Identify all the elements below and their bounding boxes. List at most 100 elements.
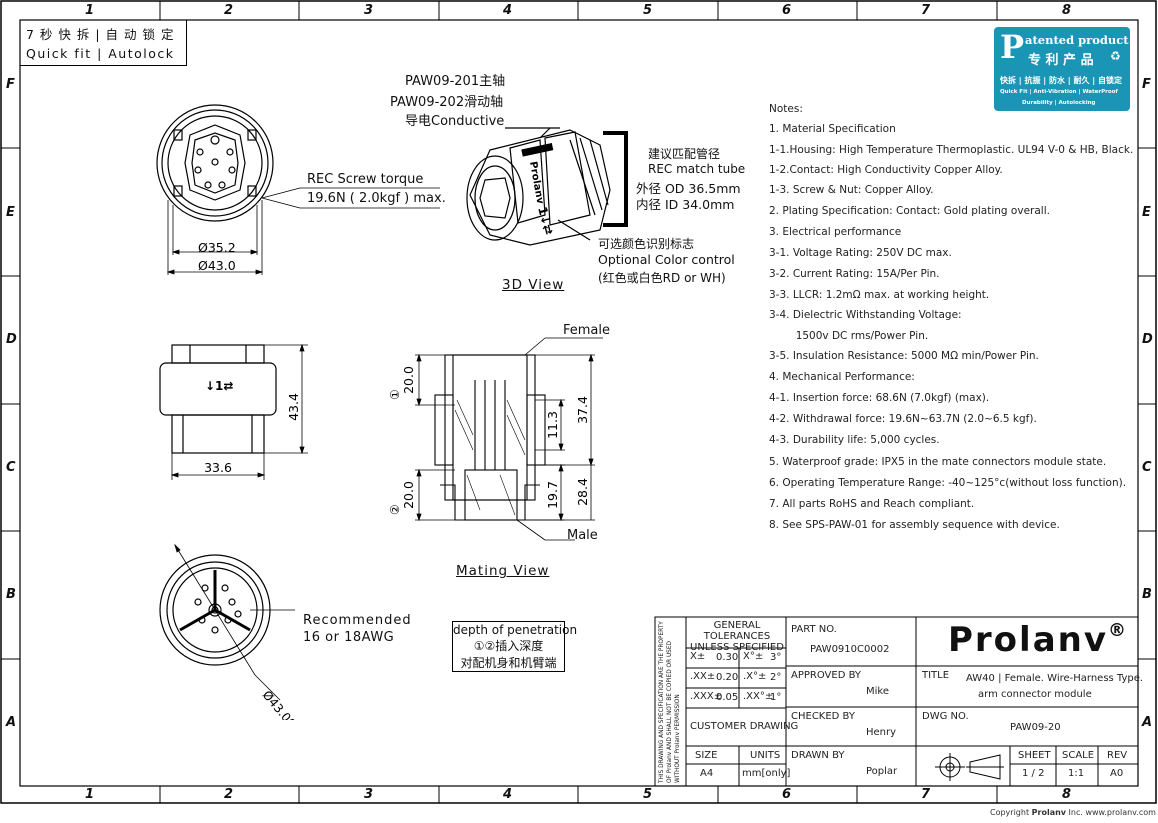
note-line: 1. Material Specification	[769, 123, 896, 135]
tol-xa-label: X°±	[743, 651, 764, 662]
row-label-c: C	[1142, 460, 1152, 475]
3d-view-label: 3D View	[502, 277, 565, 293]
col-label-8: 8	[1062, 787, 1072, 802]
approved-label: APPROVED BY	[791, 670, 862, 681]
patent-features-en-1: Quick Fit | Anti-Vibration | WaterProof	[1000, 89, 1118, 95]
row-label-e: E	[6, 205, 15, 220]
tol-xxx-value: 0.05	[716, 692, 739, 703]
col-label-3: 3	[364, 787, 374, 802]
sheet-label: SHEET	[1018, 750, 1051, 761]
row-label-c: C	[6, 460, 16, 475]
col-label-7: 7	[921, 787, 931, 802]
copyright-suffix: Inc. www.prolanv.com	[1066, 808, 1156, 817]
units-label: UNITS	[750, 750, 781, 761]
screw-torque-value: 19.6N ( 2.0kgf ) max.	[307, 191, 446, 206]
screw-torque-label: REC Screw torque	[307, 172, 424, 187]
quickfit-box: 7 秒 快 拆 | 自 动 锁 定 Quick fit | Autolock	[20, 20, 187, 66]
row-label-a: A	[1142, 715, 1153, 730]
tolerances-title-2: UNLESS SPECIFIED	[690, 642, 784, 653]
note-line: 3-4. Dielectric Withstanding Voltage:	[769, 309, 962, 321]
sheet-value: 1 / 2	[1022, 768, 1045, 779]
color-ctrl-options: (红色或白色RD or WH)	[598, 271, 726, 285]
note-line: 1-1.Housing: High Temperature Thermoplas…	[769, 144, 1134, 156]
col-label-2: 2	[224, 787, 234, 802]
col-label-6: 6	[782, 3, 792, 18]
mating-mark-1: ①	[388, 389, 402, 400]
tolerances-title: GENERAL TOLERANCES UNLESS SPECIFIED	[689, 620, 785, 653]
tol-xx-label: .XX±	[690, 671, 716, 682]
row-label-e: E	[1142, 205, 1151, 220]
notes-title: Notes:	[769, 103, 803, 115]
recycle-icon: ♻	[1110, 49, 1121, 63]
front-inner-dia: Ø35.2	[198, 240, 236, 255]
tol-xxa-value: 2°	[770, 672, 782, 683]
mating-dim-11-3: 11.3	[545, 411, 560, 439]
row-label-b: B	[1142, 587, 1152, 602]
shaft-main: PAW09-201主轴	[405, 74, 506, 89]
note-line: 2. Plating Specification: Contact: Gold …	[769, 205, 1050, 217]
tol-xa-value: 3°	[770, 652, 782, 663]
depth-box: depth of penetration ①②插入深度 对配机身和机臂端	[452, 621, 577, 672]
3d-view-drawing: Prolanv 1↓⇄	[466, 127, 611, 246]
mating-male-label: Male	[567, 528, 598, 543]
copyright: Copyright Prolanv Inc. www.prolanv.com	[990, 808, 1156, 817]
mating-dim-28-4: 28.4	[575, 478, 590, 506]
patent-title: atented product	[1025, 33, 1129, 47]
copyright-brand: Prolanv	[1031, 808, 1066, 817]
quickfit-cn: 7 秒 快 拆 | 自 动 锁 定	[26, 27, 175, 42]
property-notice: THIS DRAWING AND SPECIFICATION ARE THE P…	[659, 621, 681, 783]
projection-symbol-icon	[935, 753, 1004, 781]
col-label-4: 4	[503, 3, 513, 18]
mating-dim-20-bottom: 20.0	[401, 481, 416, 509]
mating-view-label: Mating View	[456, 563, 550, 579]
tolerances-title-1: GENERAL TOLERANCES	[703, 620, 771, 642]
note-line: 3-1. Voltage Rating: 250V DC max.	[769, 247, 952, 259]
title-value-2: arm connector module	[978, 689, 1092, 700]
note-line: 1-2.Contact: High Conductivity Copper Al…	[769, 164, 1003, 176]
patent-letter: P	[1000, 28, 1025, 66]
col-label-1: 1	[85, 3, 95, 18]
note-line: 7. All parts RoHS and Reach compliant.	[769, 498, 975, 510]
checked-value: Henry	[866, 727, 897, 738]
mating-dim-20-top: 20.0	[401, 366, 416, 394]
patent-features-en-2: Durability | Autolocking	[1022, 100, 1096, 106]
tol-x-label: X±	[690, 651, 706, 662]
quickfit-en: Quick fit | Autolock	[26, 46, 175, 61]
col-label-2: 2	[224, 3, 234, 18]
depth-cn-1: ①②插入深度	[473, 639, 544, 653]
copyright-prefix: Copyright	[990, 808, 1032, 817]
row-label-b: B	[6, 587, 16, 602]
note-line: 3-5. Insulation Resistance: 5000 MΩ min/…	[769, 350, 1039, 362]
mating-dim-19-7: 19.7	[545, 481, 560, 509]
color-ctrl-cn: 可选颜色识别标志	[598, 237, 695, 251]
customer-drawing: CUSTOMER DRAWING	[690, 721, 799, 732]
patent-badge: P atented product 专 利 产 品 ♻ 快拆 | 抗振 | 防水…	[994, 27, 1130, 111]
note-line: 4-3. Durability life: 5,000 cycles.	[769, 434, 940, 446]
drawn-value: Poplar	[866, 766, 898, 777]
dwg-no-label: DWG NO.	[922, 711, 969, 722]
title-value-1: AW40 | Female. Wire-Harness Type.	[966, 673, 1144, 684]
mating-female-label: Female	[563, 323, 611, 338]
tube-cn: 建议匹配管径	[648, 147, 721, 161]
note-line: 3-3. LLCR: 1.2mΩ max. at working height.	[769, 289, 990, 301]
rev-value: A0	[1110, 768, 1124, 779]
row-label-d: D	[1142, 332, 1153, 347]
tube-bracket	[603, 131, 628, 227]
brand-name: Prolanv	[948, 620, 1109, 660]
note-line: 4. Mechanical Performance:	[769, 371, 915, 383]
col-label-5: 5	[643, 787, 653, 802]
tol-xx-value: 0.20	[716, 672, 739, 683]
row-label-f: F	[1142, 77, 1151, 92]
brand-logo: Prolanv®	[948, 620, 1128, 660]
shaft-sliding: PAW09-202滑动轴	[390, 95, 504, 110]
svg-text:↓1⇄: ↓1⇄	[205, 379, 233, 393]
tol-xxxa-value: 1°	[770, 692, 782, 703]
shaft-conductive: 导电Conductive	[405, 114, 505, 129]
note-line: 3. Electrical performance	[769, 226, 902, 238]
patent-features-cn: 快拆 | 抗振 | 防水 | 耐久 | 自锁定	[1000, 76, 1122, 85]
part-no-value: PAW0910C0002	[810, 644, 890, 655]
side-width: 33.6	[204, 460, 232, 475]
note-line: 1-3. Screw & Nut: Copper Alloy.	[769, 184, 934, 196]
